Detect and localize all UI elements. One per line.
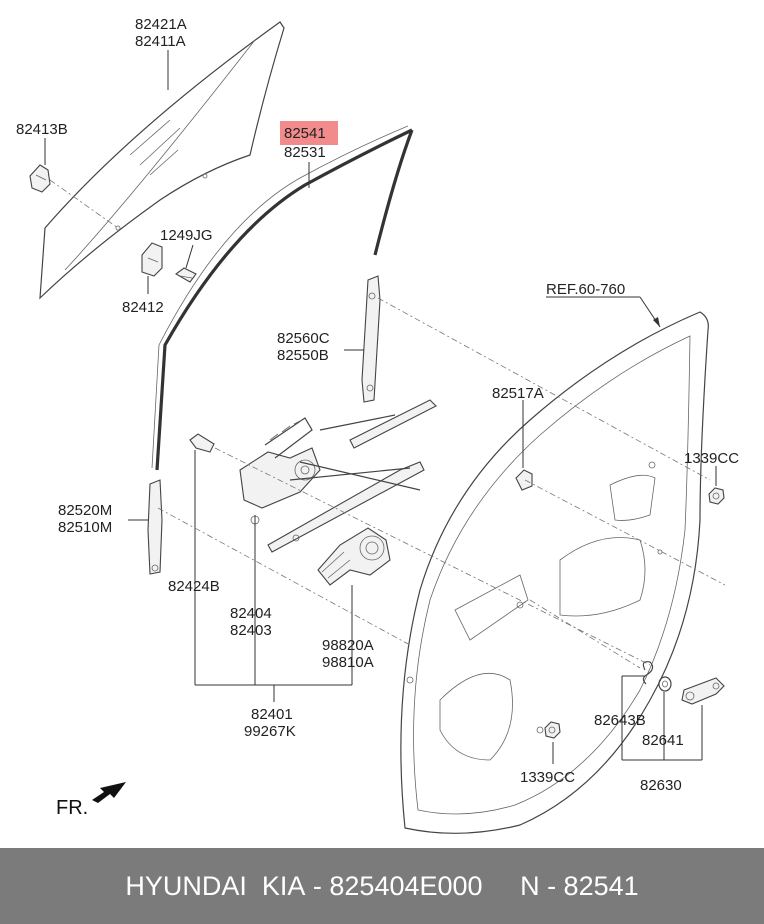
label-82421a: 82421A xyxy=(135,16,187,33)
label-82560c: 82560C xyxy=(277,330,330,347)
front-channel-part xyxy=(147,479,163,575)
label-82404: 82404 xyxy=(230,605,272,622)
front-direction-label: FR. xyxy=(56,797,88,819)
door-glass-part xyxy=(39,21,285,300)
alignment-lines xyxy=(157,297,726,669)
glass-bracket-part xyxy=(141,242,163,277)
washer-part xyxy=(658,676,672,692)
glass-clip-part xyxy=(29,164,51,193)
footer-sep-1: - xyxy=(305,870,330,901)
handle-leader-bracket xyxy=(621,675,703,761)
footer-part-number: 825404E000 xyxy=(329,870,483,901)
window-regulator-part xyxy=(239,399,437,553)
label-99267k: 99267K xyxy=(244,723,296,740)
window-crank-handle-part xyxy=(681,677,725,705)
nut-top-part xyxy=(708,487,725,505)
label-98810a: 98810A xyxy=(322,654,374,671)
bolt-1249jg-part xyxy=(175,267,197,283)
label-82510m: 82510M xyxy=(58,519,112,536)
highlight-82541 xyxy=(280,121,338,145)
door-window-regulator-diagram: 82421A 82411A 82413B 1249JG 82412 82541 … xyxy=(16,16,739,834)
label-82550b: 82550B xyxy=(277,347,329,364)
bolt-82424b-part xyxy=(189,433,215,453)
assembly-leader-bracket xyxy=(194,450,353,702)
clip-dash-line xyxy=(49,179,119,229)
label-82424b: 82424B xyxy=(168,578,220,595)
nut-bottom-part xyxy=(544,721,561,739)
door-panel-part xyxy=(400,311,709,834)
label-ref-60-760: REF.60-760 xyxy=(546,281,625,298)
door-clip-part xyxy=(515,469,533,491)
ref-leader-arrow xyxy=(546,296,661,328)
regulator-motor-part xyxy=(317,527,391,586)
label-82531: 82531 xyxy=(284,144,326,161)
label-82411a: 82411A xyxy=(135,33,186,50)
label-98820a: 98820A xyxy=(322,637,374,654)
label-82413b: 82413B xyxy=(16,121,68,138)
front-direction-arrow-icon xyxy=(92,782,126,803)
label-82401: 82401 xyxy=(251,706,293,723)
spring-clip-part xyxy=(642,661,654,685)
glass-run-channel-part xyxy=(151,125,414,471)
label-82641: 82641 xyxy=(642,732,684,749)
label-82630: 82630 xyxy=(640,777,682,794)
footer-reference: N - 82541 xyxy=(520,870,639,901)
footer-brand: HYUNDAI KIA xyxy=(125,870,306,901)
label-82403: 82403 xyxy=(230,622,272,639)
rear-channel-part xyxy=(361,275,381,403)
label-1339cc-top: 1339CC xyxy=(684,450,739,467)
label-1339cc-bottom: 1339CC xyxy=(520,769,575,786)
label-1249jg: 1249JG xyxy=(160,227,213,244)
label-82517a: 82517A xyxy=(492,385,544,402)
label-82412: 82412 xyxy=(122,299,164,316)
label-leaders xyxy=(44,50,717,764)
label-82541: 82541 xyxy=(284,125,326,142)
label-82520m: 82520M xyxy=(58,502,112,519)
footer-gap xyxy=(483,871,521,902)
label-82643b: 82643B xyxy=(594,712,646,729)
part-info-footer: HYUNDAI KIA - 825404E000 N - 82541 xyxy=(0,848,764,924)
